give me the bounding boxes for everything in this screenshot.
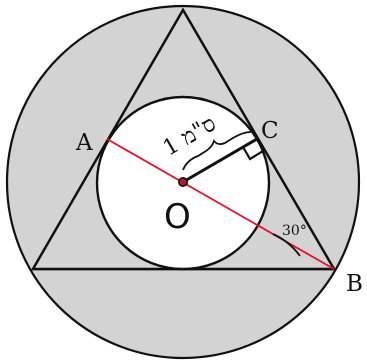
label-c: C <box>261 118 279 144</box>
label-b: B <box>346 271 363 297</box>
label-center: O <box>164 197 191 237</box>
shaded-corners <box>33 10 334 270</box>
right-angle-marker <box>242 146 264 161</box>
label-a: A <box>75 130 93 156</box>
top-corner-region <box>109 10 257 138</box>
label-angle: 30° <box>282 223 307 239</box>
center-point-highlight <box>179 178 187 186</box>
length-brace <box>182 131 252 171</box>
right-corner-region <box>183 137 334 270</box>
radius-o-c <box>182 137 258 184</box>
segment-a-b <box>106 138 335 270</box>
angle-arc <box>272 233 301 257</box>
left-corner-region <box>33 137 183 270</box>
